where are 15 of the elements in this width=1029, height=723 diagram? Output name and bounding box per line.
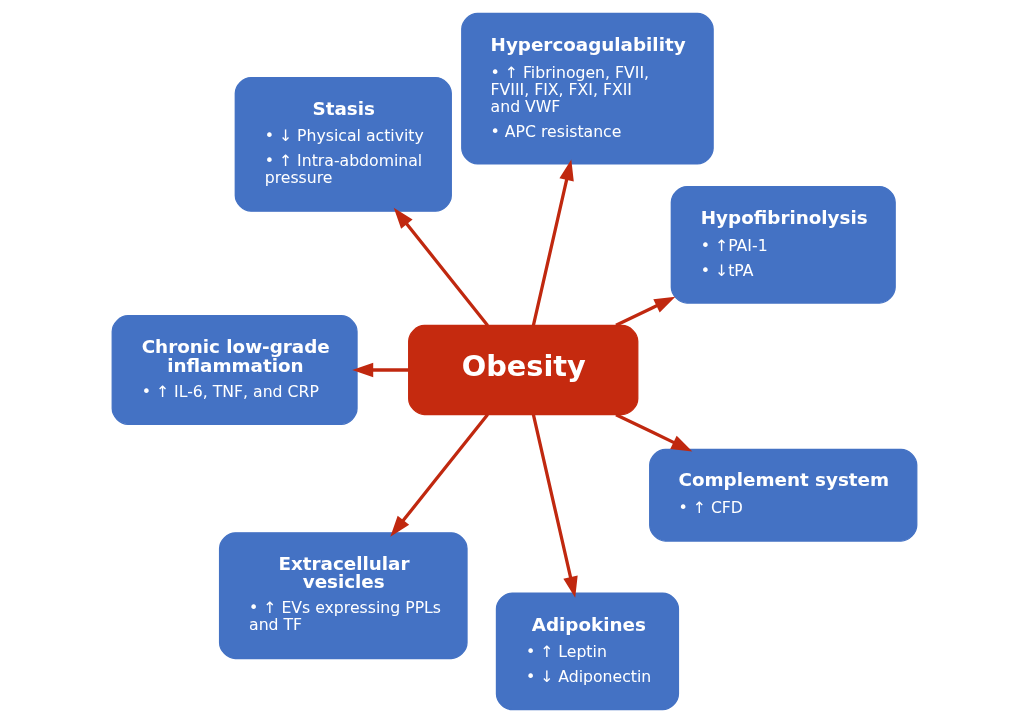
arrow <box>615 413 693 452</box>
node-box: Adipokines • ↑ Leptin • ↓ Adiponectin <box>495 592 680 711</box>
node-box: Complement system • ↑ CFD <box>649 448 918 542</box>
arrow <box>531 159 574 326</box>
arrow <box>352 362 409 378</box>
arrow <box>615 296 676 327</box>
arrow <box>393 207 489 327</box>
node-box: Obesity <box>408 324 639 416</box>
arrow <box>390 413 489 537</box>
node-box: Chronic low-grade inflammation • ↑ IL-6, TNF, and CRP <box>111 315 358 425</box>
node-box: Extracellular vesicles • ↑ EVs expressing PPLs and TF <box>218 532 468 660</box>
node-box: Hypercoagulability • ↑ Fibrinogen, FVII, FVIII, FIX, FXI, FXII and VWF • APC resistance <box>461 12 714 165</box>
node-box: Stasis • ↓ Physical activity • ↑ Intra-abdominal pressure <box>234 76 452 212</box>
node-box: Hypofibrinolysis • ↑PAI-1 • ↓tPA <box>670 185 896 304</box>
arrow <box>531 414 578 598</box>
